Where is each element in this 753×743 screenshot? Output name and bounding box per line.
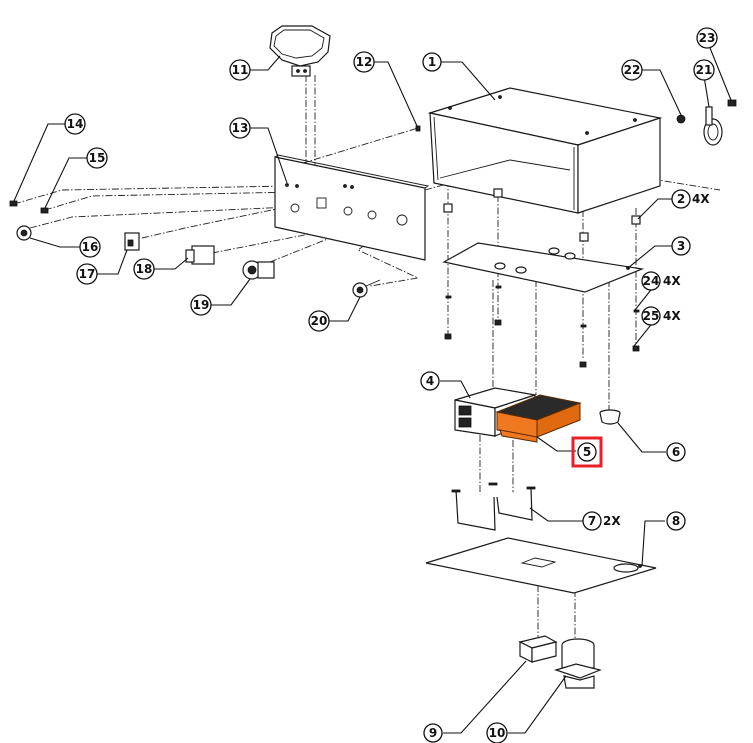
svg-text:8: 8 — [672, 514, 680, 528]
part-23-bolt[interactable] — [727, 99, 737, 107]
callout-6[interactable]: 6 — [666, 442, 686, 462]
svg-text:24: 24 — [643, 274, 660, 288]
callout-13[interactable]: 13 — [229, 117, 251, 139]
callout-24[interactable]: 24 — [641, 271, 661, 291]
svg-text:25: 25 — [643, 309, 660, 323]
part-2-spacers[interactable] — [443, 188, 641, 242]
callout-25[interactable]: 25 — [641, 306, 661, 326]
part-1-enclosure-cover[interactable] — [427, 87, 663, 214]
callout-18[interactable]: 18 — [133, 258, 155, 280]
svg-text:17: 17 — [79, 267, 96, 281]
callout-14[interactable]: 14 — [64, 113, 86, 135]
svg-text:22: 22 — [624, 63, 641, 77]
svg-text:12: 12 — [356, 55, 373, 69]
svg-text:14: 14 — [67, 117, 84, 131]
part-19-emergency-stop[interactable] — [242, 260, 275, 280]
part-10-plug[interactable] — [554, 638, 602, 689]
svg-text:4: 4 — [426, 374, 434, 388]
callout-7-qty: 2X — [603, 514, 621, 528]
svg-text:23: 23 — [699, 31, 716, 45]
callout-17[interactable]: 17 — [76, 263, 98, 285]
callout-22[interactable]: 22 — [621, 59, 643, 81]
part-14-screw[interactable] — [9, 200, 18, 207]
part-9-fan[interactable] — [518, 635, 558, 663]
part-15-screw[interactable] — [40, 207, 49, 214]
callout-1[interactable]: 1 — [422, 52, 442, 72]
callout-24-qty: 4X — [663, 274, 681, 288]
part-16-knob[interactable] — [16, 225, 32, 241]
part-5-base — [499, 429, 538, 443]
svg-text:10: 10 — [489, 726, 506, 740]
callout-7[interactable]: 7 — [582, 511, 602, 531]
part-18-selector-switch[interactable] — [185, 245, 215, 265]
part-21-horn[interactable] — [703, 106, 723, 146]
svg-text:19: 19 — [193, 298, 210, 312]
callout-15[interactable]: 15 — [86, 147, 108, 169]
callout-2-qty: 4X — [692, 192, 710, 206]
part-22-nut[interactable] — [676, 114, 686, 124]
svg-text:18: 18 — [136, 262, 153, 276]
callout-4[interactable]: 4 — [420, 371, 440, 391]
callout-10[interactable]: 10 — [486, 722, 508, 743]
callout-20[interactable]: 20 — [308, 310, 330, 332]
callout-16[interactable]: 16 — [79, 236, 101, 258]
svg-text:2: 2 — [677, 192, 685, 206]
callout-25-qty: 4X — [663, 309, 681, 323]
callout-3[interactable]: 3 — [671, 236, 691, 256]
svg-text:6: 6 — [672, 445, 680, 459]
svg-text:16: 16 — [82, 240, 99, 254]
part-17-switch[interactable] — [124, 232, 140, 251]
callout-19[interactable]: 19 — [190, 294, 212, 316]
callout-5-highlighted[interactable]: 5 — [571, 436, 603, 468]
part-8-base-plate[interactable] — [425, 537, 657, 594]
callout-2[interactable]: 2 — [671, 189, 691, 209]
callout-9[interactable]: 9 — [423, 723, 443, 743]
part-6-cap[interactable] — [599, 409, 621, 425]
callout-8[interactable]: 8 — [666, 511, 686, 531]
svg-text:15: 15 — [89, 151, 106, 165]
part-25-nuts[interactable] — [444, 319, 640, 368]
part-24-washers[interactable] — [445, 285, 640, 328]
part-3-mounting-plate[interactable] — [442, 242, 645, 293]
svg-text:11: 11 — [232, 63, 249, 77]
callout-23[interactable]: 23 — [696, 27, 718, 49]
svg-text:20: 20 — [311, 314, 328, 328]
callout-11[interactable]: 11 — [229, 59, 251, 81]
part-13-front-panel[interactable] — [274, 154, 430, 261]
callout-21[interactable]: 21 — [693, 59, 715, 81]
part-12-screw[interactable] — [415, 125, 421, 132]
svg-text:1: 1 — [428, 55, 436, 69]
part-5-side — [536, 402, 581, 438]
callout-12[interactable]: 12 — [353, 51, 375, 73]
part-11-display[interactable] — [269, 25, 331, 77]
svg-text:3: 3 — [677, 239, 685, 253]
svg-text:9: 9 — [429, 726, 437, 740]
svg-text:7: 7 — [588, 514, 596, 528]
svg-text:13: 13 — [232, 121, 249, 135]
svg-text:21: 21 — [696, 63, 713, 77]
callout-5: 5 — [577, 442, 597, 462]
part-20-key-switch[interactable] — [352, 279, 381, 298]
svg-text:5: 5 — [583, 445, 591, 459]
part-7-brackets[interactable] — [451, 482, 536, 531]
highlight-box — [571, 436, 603, 468]
